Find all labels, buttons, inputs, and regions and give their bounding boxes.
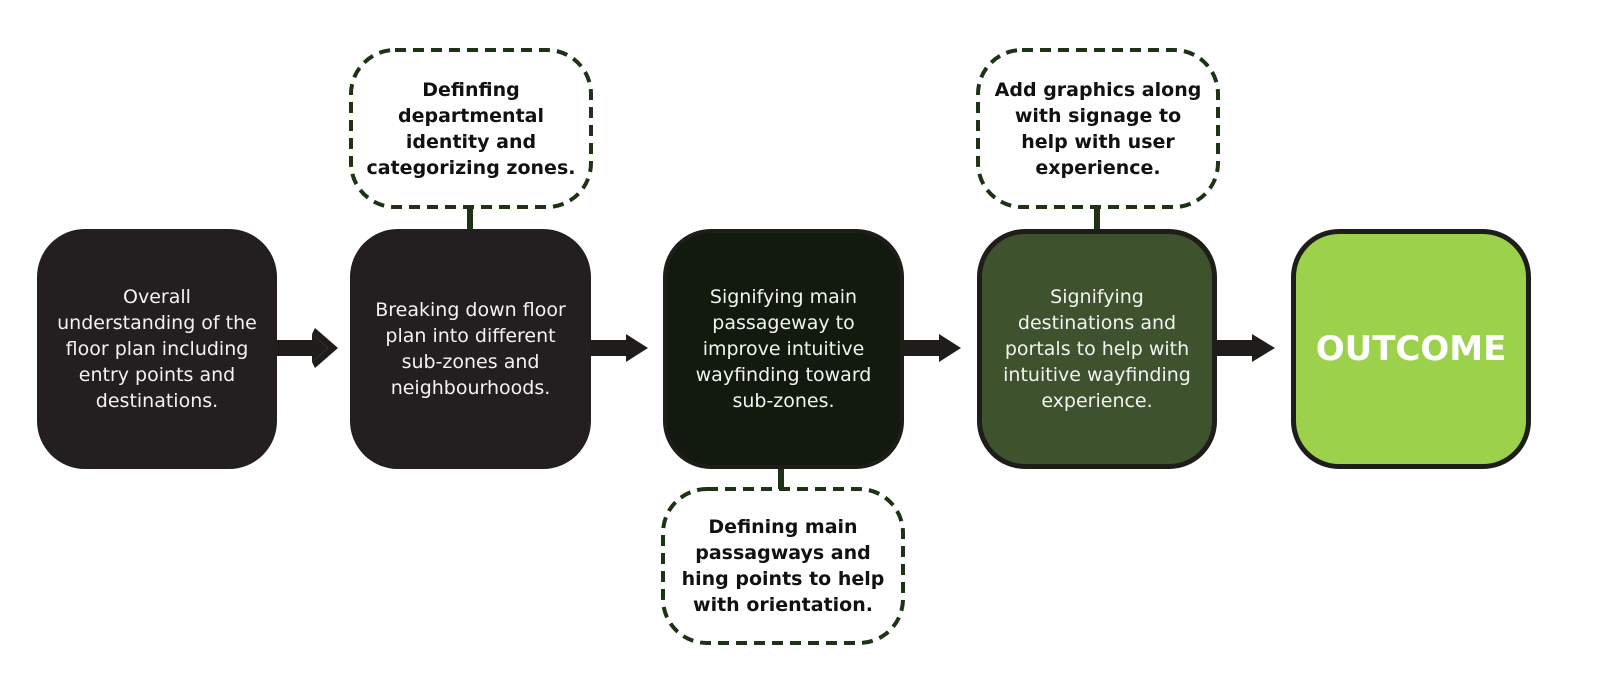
step-outcome: OUTCOME [1291,229,1531,469]
note-departmental-identity: Definfing departmental identity and cate… [351,50,591,207]
connector-arrow-3 [904,334,961,362]
note-bottom-3-text: Defining main passagways and hing points… [681,516,885,616]
step-sub-zones: Breaking down floor plan into different … [350,229,591,469]
note-graphics-signage: Add graphics along with signage to help … [978,50,1218,207]
note-main-passageways: Defining main passagways and hing points… [663,489,903,643]
step-main-passageway: Signifying main passageway to improve in… [663,229,904,469]
step-3-text: Signifying main passageway to improve in… [695,286,872,412]
step-floor-plan-understanding: Overall understanding of the floor plan … [37,229,277,469]
step-4-text: Signifying destinations and portals to h… [1003,286,1191,412]
connector-arrow-2 [591,334,648,362]
step-1-text: Overall understanding of the floor plan … [57,286,257,412]
note-top-2-text: Definfing departmental identity and cate… [366,78,576,179]
connector-arrow-1 [277,328,338,368]
connector-arrow-4 [1217,334,1275,362]
outcome-label: OUTCOME [1315,329,1507,369]
step-2-text: Breaking down floor plan into different … [375,299,566,399]
step-destinations-portals: Signifying destinations and portals to h… [977,229,1217,469]
note-top-4-text: Add graphics along with signage to help … [994,78,1202,179]
